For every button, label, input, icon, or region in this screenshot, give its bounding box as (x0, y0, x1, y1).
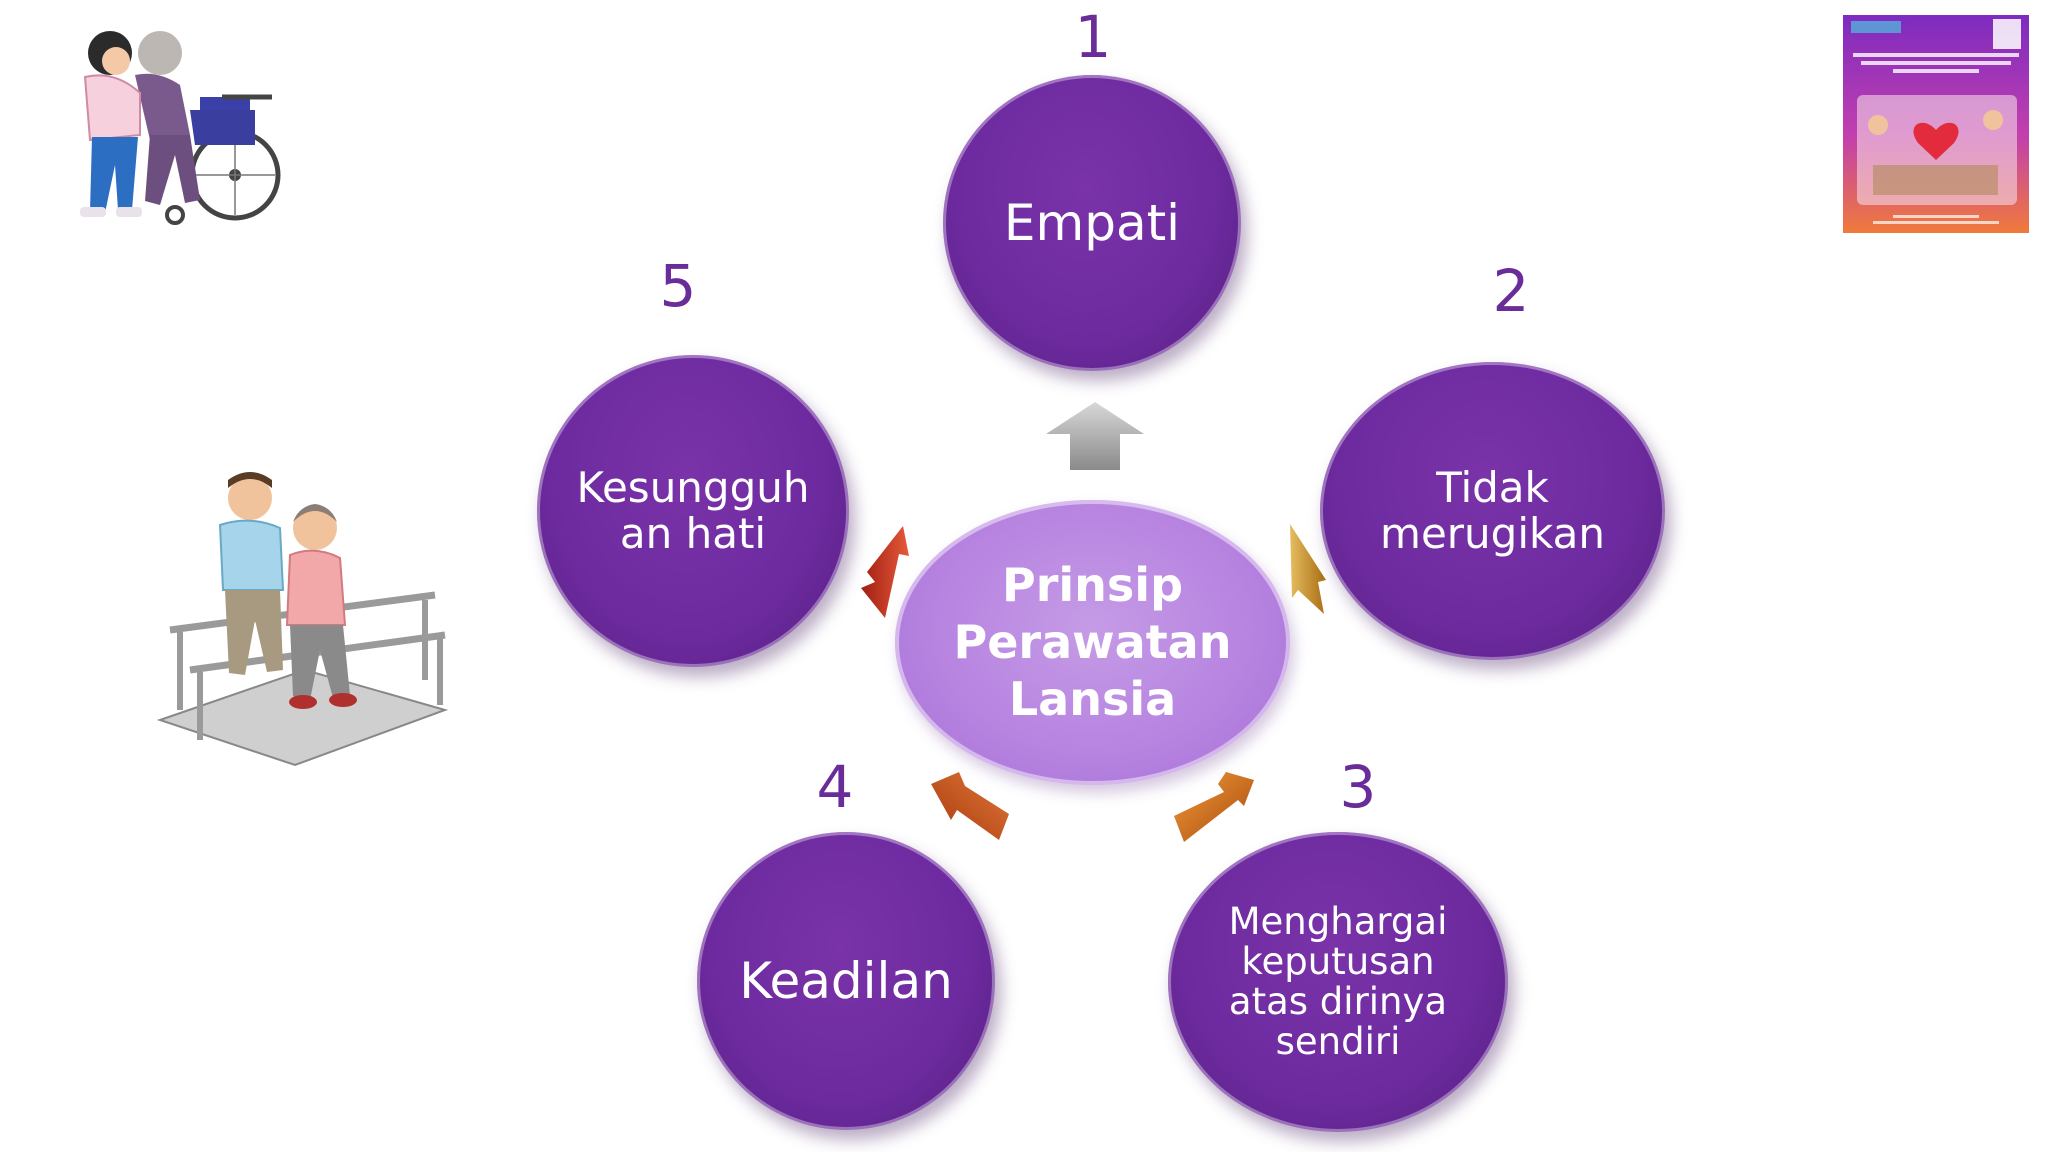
caregiver-wheelchair-icon (80, 31, 281, 225)
arrow-lower-left (931, 772, 1009, 840)
node-4-label: Keadilan (739, 952, 953, 1010)
center-prinsip-perawatan-lansia: Prinsip Perawatan Lansia (895, 500, 1290, 785)
arrow-lower-right (1174, 772, 1254, 842)
arrow-left (861, 526, 909, 618)
arrow-up (1046, 402, 1144, 470)
node-1-number: 1 (1074, 3, 1112, 71)
node-2-number: 2 (1492, 257, 1530, 325)
node-3-label: Menghargai keputusan atas dirinya sendir… (1228, 900, 1448, 1063)
center-label: Prinsip Perawatan Lansia (953, 558, 1232, 726)
node-4-number: 4 (816, 753, 854, 821)
node-5-number: 5 (659, 252, 697, 320)
node-tidak-merugikan: Tidak merugikan (1320, 362, 1665, 660)
node-empati: Empati (943, 75, 1241, 371)
node-keadilan: Keadilan (697, 832, 995, 1130)
arrow-right (1290, 524, 1326, 614)
node-1-label: Empati (1003, 194, 1181, 252)
node-menghargai-keputusan: Menghargai keputusan atas dirinya sendir… (1168, 832, 1508, 1132)
elderly-walking-rail-icon (156, 472, 449, 767)
node-2-label: Tidak merugikan (1380, 463, 1605, 558)
guide-book-cover-icon (1843, 15, 2029, 233)
node-5-label: Kesungguh an hati (576, 463, 810, 558)
node-3-number: 3 (1339, 753, 1377, 821)
node-kesungguhan-hati: Kesungguh an hati (537, 355, 849, 667)
